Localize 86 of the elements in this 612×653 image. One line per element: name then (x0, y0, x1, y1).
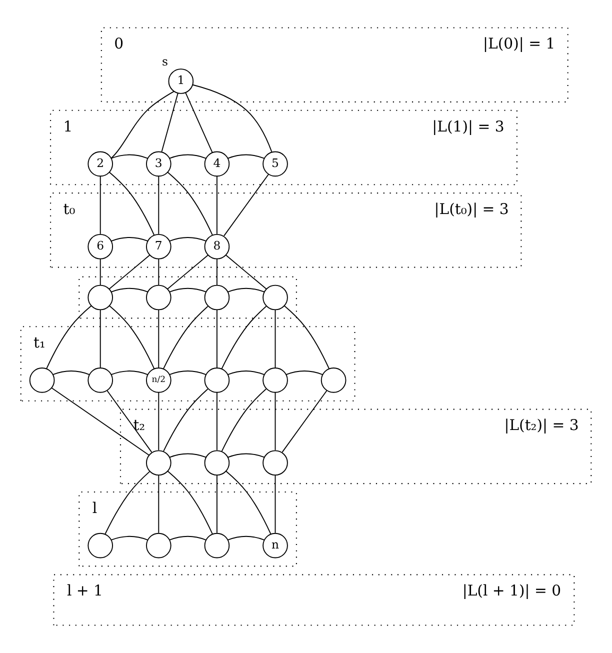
cluster (78, 276, 297, 319)
node-circle: 5 (262, 151, 288, 177)
connector (46, 305, 92, 369)
connector (216, 176, 218, 234)
connector (167, 254, 208, 290)
connector (158, 474, 160, 534)
connector (169, 154, 206, 159)
connector (286, 370, 323, 376)
cluster: t₂ |L(t₂)| = 3 (120, 408, 592, 484)
connector (169, 288, 206, 292)
connector (221, 306, 267, 369)
connector (110, 237, 148, 242)
connector (158, 392, 160, 451)
connector (227, 453, 265, 458)
connector (52, 370, 90, 376)
connector (227, 288, 265, 292)
connector (274, 392, 276, 451)
connector (282, 390, 328, 453)
connector (221, 388, 267, 452)
node-circle: 1 (168, 68, 194, 94)
connector (226, 254, 267, 290)
node-circle (262, 284, 288, 310)
node-circle: 2 (88, 151, 114, 177)
connector (167, 470, 213, 534)
node-circle (146, 450, 172, 476)
connector (110, 154, 148, 159)
connector (216, 258, 218, 286)
connector (158, 258, 160, 286)
connector (110, 370, 148, 376)
node-circle (146, 284, 172, 310)
node-circle: n (262, 532, 288, 558)
connector (216, 474, 218, 534)
node-circle (204, 368, 230, 393)
node-circle: 7 (146, 234, 172, 260)
connector (216, 309, 218, 368)
connector (169, 370, 206, 376)
connector (108, 254, 150, 290)
node-circle (204, 450, 230, 476)
connector (169, 237, 206, 242)
connector (223, 174, 270, 236)
connector (226, 470, 272, 534)
node-circle (88, 284, 114, 310)
node-circle: n/2 (146, 368, 172, 393)
connector (227, 536, 265, 540)
connector (185, 92, 213, 154)
node-label: s (162, 54, 168, 69)
connector (104, 471, 150, 534)
node-circle: 6 (88, 234, 114, 260)
connector (192, 84, 272, 152)
connector (227, 154, 265, 159)
connector (169, 536, 206, 540)
node-circle: 3 (146, 151, 172, 177)
node-circle (88, 532, 114, 558)
node-circle (146, 532, 172, 558)
connector (51, 387, 150, 456)
connector (100, 258, 101, 286)
connector (284, 305, 330, 369)
node-circle (204, 284, 230, 310)
node-circle: 8 (204, 234, 230, 260)
node-circle (262, 368, 288, 393)
connector (158, 176, 160, 234)
connector (274, 474, 276, 534)
node-circle (320, 368, 346, 393)
connector (100, 176, 101, 234)
connector (163, 306, 208, 369)
connector (108, 305, 155, 369)
connector (161, 92, 178, 152)
node-box: l + 1 |L(l + 1)| = 0 (53, 574, 575, 626)
node-circle: 4 (204, 151, 230, 177)
connector (163, 388, 208, 452)
connector (274, 309, 276, 368)
connector (167, 172, 213, 236)
connector (110, 536, 148, 540)
connector (169, 453, 206, 458)
node-circle (204, 532, 230, 558)
connector (106, 390, 152, 453)
connector (216, 392, 218, 451)
connector (110, 90, 174, 158)
node-circle (262, 450, 288, 476)
node-circle (88, 368, 114, 393)
connector (227, 370, 265, 376)
node-circle (29, 368, 55, 393)
connector (108, 172, 155, 236)
connector (110, 288, 148, 292)
connector (100, 309, 101, 368)
connector (158, 309, 160, 368)
